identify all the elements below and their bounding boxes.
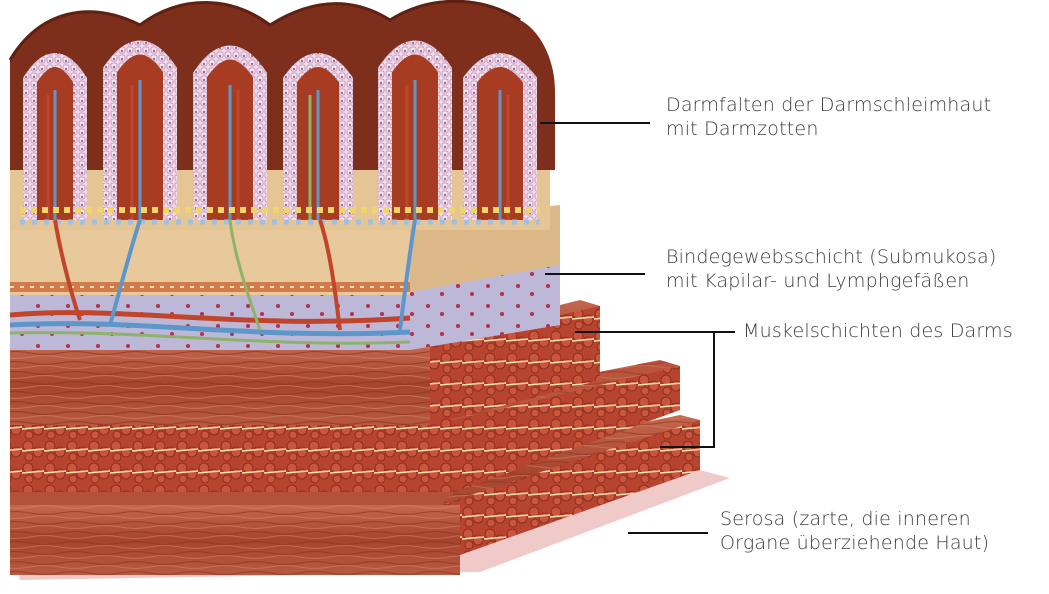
leader-line-muscle-vertical: [713, 331, 715, 448]
label-mucosa-line2: mit Darmzotten: [666, 117, 991, 141]
label-serosa-line1: Serosa (zarte, die inneren: [720, 507, 989, 531]
label-submucosa-line1: Bindegewebsschicht (Submukosa): [666, 245, 996, 269]
leader-line-muscle-bottom: [660, 446, 715, 448]
label-serosa-line2: Organe überziehende Haut): [720, 531, 989, 555]
leader-line-muscle-top: [575, 331, 735, 333]
muscle-layer-2-front: [10, 420, 455, 492]
label-muscle-line1: Muskelschichten des Darms: [743, 319, 1013, 343]
leader-line-submucosa: [545, 273, 645, 275]
label-muscle: Muskelschichten des Darms: [743, 319, 1013, 343]
leader-line-serosa: [628, 532, 708, 534]
label-mucosa-line1: Darmfalten der Darmschleimhaut: [666, 93, 991, 117]
leader-line-mucosa: [540, 122, 650, 124]
label-serosa: Serosa (zarte, die inneren Organe überzi…: [720, 507, 989, 555]
label-submucosa-line2: mit Kapilar- und Lymphgefäßen: [666, 269, 996, 293]
label-mucosa: Darmfalten der Darmschleimhaut mit Darmz…: [666, 93, 991, 141]
label-submucosa: Bindegewebsschicht (Submukosa) mit Kapil…: [666, 245, 996, 293]
